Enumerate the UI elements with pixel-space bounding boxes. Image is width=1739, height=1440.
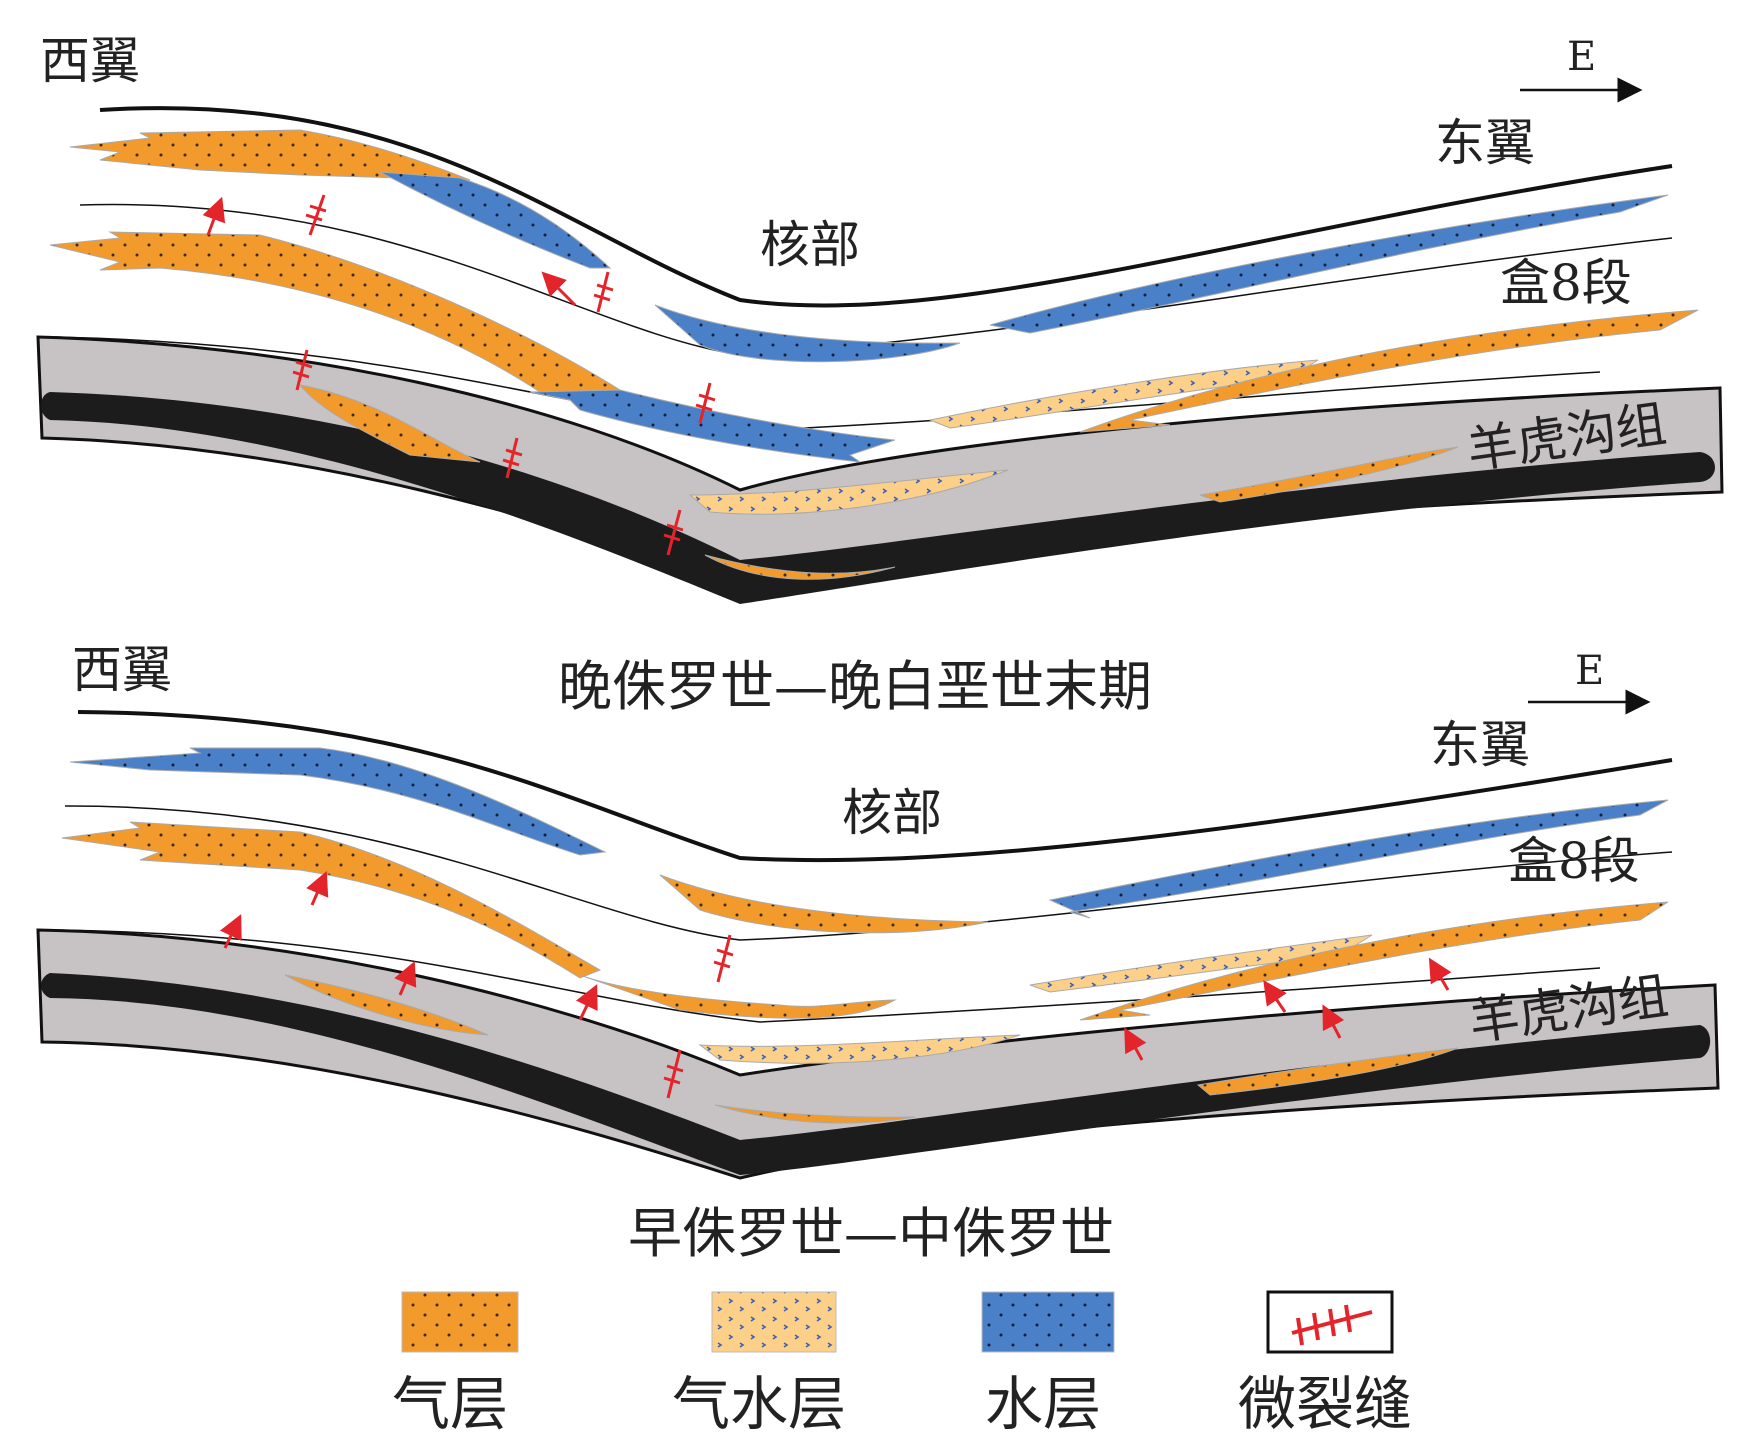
east-wing-label: 东翼 [1430,716,1530,774]
fracture-symbol [663,934,734,1099]
migration-arrow [306,870,329,906]
yanghugou-band [36,928,1720,1180]
migration-arrow [219,914,242,949]
gaswater-layer [698,1034,1021,1064]
bottom-caption: 早侏罗世—中侏罗世 [628,1202,1114,1265]
migration-arrow [1322,1004,1345,1039]
gas-layer [704,554,896,580]
gas-layer [284,974,489,1036]
legend-label-fracture: 微裂缝 [1238,1370,1412,1438]
legend-label-gaswater: 气水层 [672,1370,846,1438]
west-wing-label: 西翼 [40,32,140,90]
gas-layer [69,129,471,181]
migration-arrow [1263,980,1287,1013]
gas-layer [579,974,897,1019]
legend-swatch-gas [401,1291,519,1353]
he8-label: 盒8段 [1508,832,1640,890]
water-layer [654,304,961,363]
legend-label-water: 水层 [985,1370,1101,1438]
direction-label: E [1575,648,1604,694]
fracture-icon [1291,1304,1373,1346]
west-wing-label: 西翼 [72,641,172,699]
legend: 气层 气水层 水层 微裂缝 [392,1290,1412,1438]
gas-layer [1196,1047,1459,1096]
gas-layer [1199,446,1459,503]
gas-layer [61,821,602,979]
core-label: 核部 [760,216,860,274]
water-layer [989,194,1669,334]
gas-layer [298,384,481,463]
thin-line-2 [54,929,1601,1023]
gas-layer [714,1104,916,1124]
top-boundary-line [99,106,1673,308]
fracture-symbol [292,194,716,556]
gas-layer [659,874,989,934]
migration-arrow [575,984,598,1021]
migration-arrow [1428,957,1452,991]
gaswater-layer [688,469,1009,515]
direction-label: E [1567,34,1596,80]
legend-swatch-gaswater [711,1291,837,1353]
water-layer [69,747,607,856]
gas-layer [1079,901,1669,1021]
coal-seam [41,973,1711,1175]
coal-seam [41,392,1715,604]
top-caption: 晚侏罗世—晚白垩世末期 [558,655,1152,718]
migration-arrow [394,960,417,996]
thin-line-1 [64,805,1673,941]
top-panel: 西翼 东翼 核部 盒8段 羊虎沟组 E 晚侏罗世—晚白垩世末期 [36,32,1724,718]
water-layer [529,389,896,463]
top-boundary-line [77,710,1673,863]
migration-arrow [1124,1027,1147,1061]
migration-arrow [202,196,226,236]
migration-arrow [541,271,577,307]
he8-label: 盒8段 [1500,254,1632,312]
water-layer [1048,799,1669,919]
east-wing-label: 东翼 [1435,114,1535,172]
core-label: 核部 [842,784,942,842]
legend-swatch-water [981,1291,1115,1353]
bottom-panel: 西翼 东翼 核部 盒8段 羊虎沟组 E 早侏罗世—中侏罗世 [36,641,1720,1265]
gas-layer [1079,309,1699,433]
water-layer [379,171,612,269]
legend-label-gas: 气层 [392,1370,508,1438]
